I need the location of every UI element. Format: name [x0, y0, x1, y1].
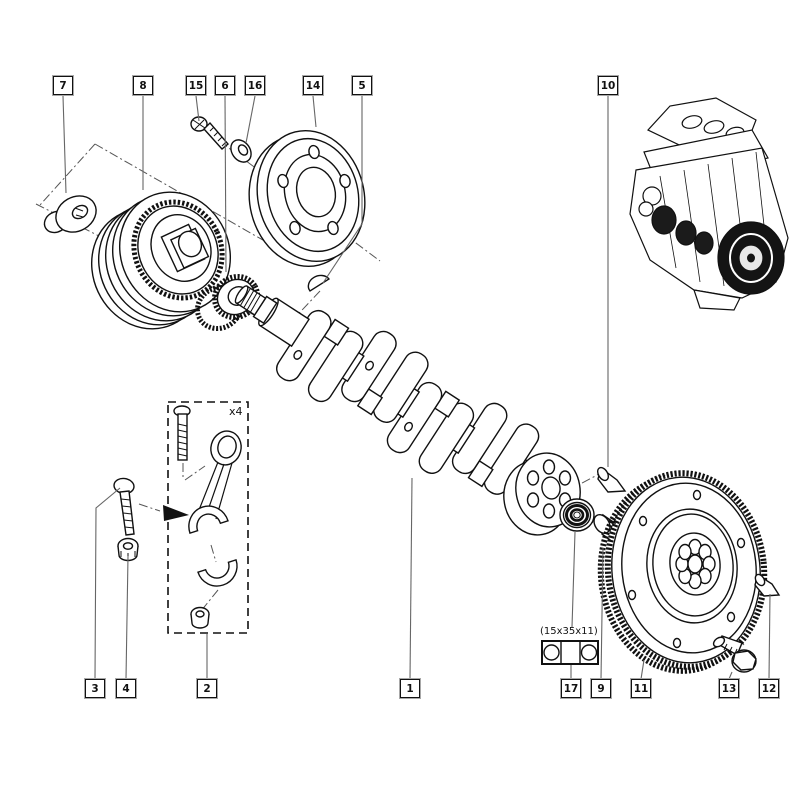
- bearing-size-icon: [541, 640, 599, 665]
- assembly-arrow: [163, 505, 189, 521]
- callout-15[interactable]: 15: [185, 75, 207, 96]
- callout-2[interactable]: 2: [196, 678, 218, 699]
- crankshaft-flange: [503, 452, 581, 536]
- bearing-dimensions-label: (15x35x11): [540, 626, 598, 637]
- bolt-15-part: [190, 116, 229, 150]
- pilot-bearing-part: [559, 498, 595, 532]
- flywheel-part: [597, 470, 768, 674]
- crankshaft-pulley-part: [90, 191, 232, 330]
- callout-16[interactable]: 16: [244, 75, 266, 96]
- conrod-kit-group: [167, 401, 249, 634]
- rod-bolt-and-nut: [113, 477, 139, 562]
- leader-lines: [62, 95, 771, 680]
- conrod-quantity-label: x4: [229, 405, 243, 418]
- callout-8[interactable]: 8: [132, 75, 154, 96]
- callout-7[interactable]: 7: [52, 75, 74, 96]
- engine-thumbnail[interactable]: [629, 97, 789, 311]
- callout-17[interactable]: 17: [560, 678, 582, 699]
- flywheel-bolt-part: [712, 635, 757, 673]
- callout-13[interactable]: 13: [718, 678, 740, 699]
- crankshaft-part: [234, 285, 540, 497]
- callout-14[interactable]: 14: [302, 75, 324, 96]
- callout-1[interactable]: 1: [399, 678, 421, 699]
- woodruff-key-part: [307, 274, 331, 292]
- callout-11[interactable]: 11: [630, 678, 652, 699]
- dowel-pin-10-part: [596, 466, 627, 493]
- dowel-pin-12-part: [754, 573, 781, 597]
- washer-part: [230, 139, 252, 163]
- callout-6[interactable]: 6: [214, 75, 236, 96]
- callout-12[interactable]: 12: [758, 678, 780, 699]
- callout-10[interactable]: 10: [597, 75, 619, 96]
- callout-9[interactable]: 9: [590, 678, 612, 699]
- pulley-nut-part: [43, 195, 97, 234]
- callout-3[interactable]: 3: [84, 678, 106, 699]
- pulley-disc-part: [248, 129, 366, 268]
- callout-4[interactable]: 4: [115, 678, 137, 699]
- callout-5[interactable]: 5: [351, 75, 373, 96]
